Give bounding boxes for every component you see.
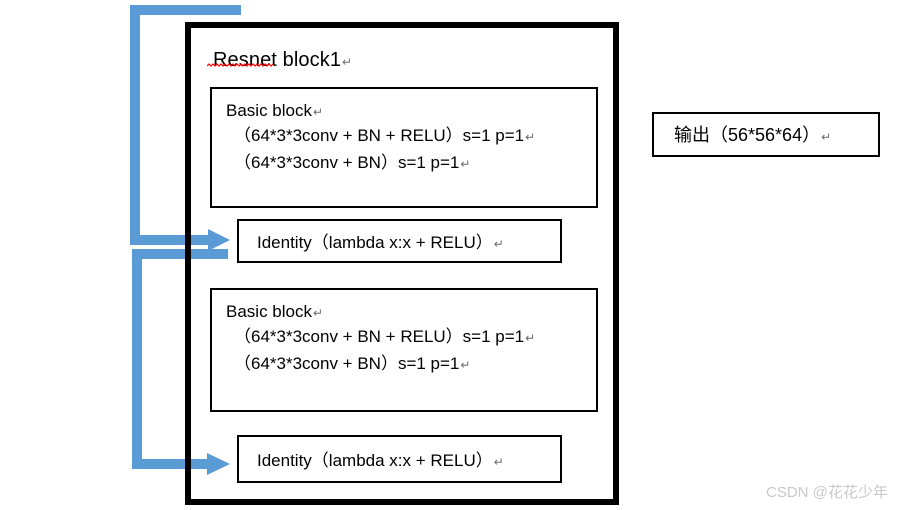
identity-block-1-label: Identity（lambda x:x + RELU） [257,233,493,252]
basic-block-1-title-text: Basic block [226,101,312,120]
block-title-text: Resnet block1 [213,49,342,71]
paragraph-mark-icon: ↵ [342,55,353,69]
paragraph-mark-icon: ↵ [493,455,504,469]
basic-block-2-line-2: （64*3*3conv + BN）s=1 p=1↵ [226,351,596,378]
watermark: CSDN @花花少年 [766,484,888,501]
basic-block-1: Basic block↵ （64*3*3conv + BN + RELU）s=1… [210,87,598,208]
output-box-label: 输出（56*56*64） [674,125,821,145]
output-box-text: 输出（56*56*64）↵ [654,114,878,159]
spellcheck-squiggle-icon [207,63,273,67]
paragraph-mark-icon: ↵ [460,358,471,372]
paragraph-mark-icon: ↵ [312,306,324,320]
basic-block-2-line-1-text: （64*3*3conv + BN + RELU）s=1 p=1 [234,327,525,346]
output-box: 输出（56*56*64）↵ [652,112,880,157]
basic-block-2: Basic block↵ （64*3*3conv + BN + RELU）s=1… [210,288,598,412]
paragraph-mark-icon: ↵ [525,130,536,144]
identity-block-2-text: Identity（lambda x:x + RELU）↵ [239,437,560,486]
paragraph-mark-icon: ↵ [821,130,832,144]
paragraph-mark-icon: ↵ [493,237,504,251]
identity-block-1: Identity（lambda x:x + RELU）↵ [237,219,562,263]
basic-block-2-title: Basic block↵ [226,301,596,324]
basic-block-1-title: Basic block↵ [226,100,596,123]
paragraph-mark-icon: ↵ [525,331,536,345]
identity-block-2-label: Identity（lambda x:x + RELU） [257,451,493,470]
resnet-block-container: Resnet block1↵ [185,22,619,505]
basic-block-1-line-1-text: （64*3*3conv + BN + RELU）s=1 p=1 [234,126,525,145]
basic-block-1-line-1: （64*3*3conv + BN + RELU）s=1 p=1↵ [226,123,596,150]
basic-block-2-title-text: Basic block [226,302,312,321]
skip-arrow-bottom [132,249,230,475]
basic-block-1-line-2: （64*3*3conv + BN）s=1 p=1↵ [226,150,596,177]
basic-block-2-content: Basic block↵ （64*3*3conv + BN + RELU）s=1… [212,290,596,378]
basic-block-2-line-2-text: （64*3*3conv + BN）s=1 p=1 [234,354,460,373]
paragraph-mark-icon: ↵ [460,157,471,171]
identity-block-2: Identity（lambda x:x + RELU）↵ [237,435,562,483]
basic-block-1-content: Basic block↵ （64*3*3conv + BN + RELU）s=1… [212,89,596,177]
skip-arrow-top [130,5,241,251]
identity-block-1-text: Identity（lambda x:x + RELU）↵ [239,221,560,266]
paragraph-mark-icon: ↵ [312,105,324,119]
basic-block-1-line-2-text: （64*3*3conv + BN）s=1 p=1 [234,153,460,172]
block-title: Resnet block1↵ [213,48,352,74]
basic-block-2-line-1: （64*3*3conv + BN + RELU）s=1 p=1↵ [226,324,596,351]
